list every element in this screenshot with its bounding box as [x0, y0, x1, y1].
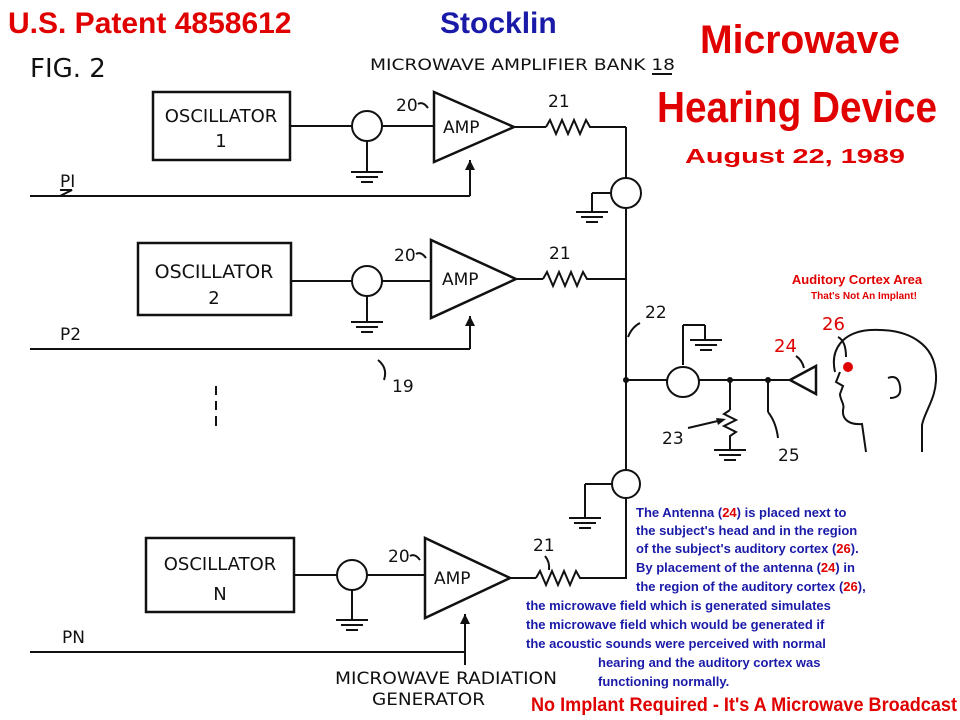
channel-2: OSCILLATOR 2 AMP 20 21 P2 19: [30, 238, 626, 397]
ground-icon: [569, 517, 601, 529]
generator-label-line2: GENERATOR: [372, 690, 485, 710]
ground-icon: [576, 211, 608, 223]
generator-label-line1: MICROWAVE RADIATION: [335, 669, 557, 689]
amp-1-label: AMP: [443, 118, 480, 138]
oscillator-2-name: OSCILLATOR: [155, 261, 274, 283]
bus-coupler-bottom: [611, 469, 641, 499]
variable-resistor: [721, 409, 739, 450]
oscillator-n-name: OSCILLATOR: [164, 554, 277, 575]
input-1-label: PI: [60, 172, 75, 192]
amp-1-ref: 20: [396, 96, 418, 116]
description-line: the subject's head and in the region: [636, 523, 857, 538]
headline-line2: Hearing Device: [657, 83, 937, 132]
lead-ref: 25: [778, 446, 800, 466]
resistor-2-ref: 21: [549, 244, 571, 264]
figure-label: FIG. 2: [30, 54, 106, 84]
oscillator-n-index: N: [213, 584, 226, 605]
amp-2-ref: 20: [394, 246, 416, 266]
channel-1: OSCILLATOR 1 AMP 20 21 PI: [30, 90, 627, 197]
resistor-n: [535, 568, 626, 588]
amp-1: [432, 90, 518, 164]
ground-icon: [336, 619, 368, 631]
auditory-cortex-dot: [843, 362, 853, 372]
variable-resistor-ref: 23: [662, 429, 684, 449]
ground-icon: [690, 339, 722, 351]
amp-2: [429, 238, 519, 320]
ground-icon: [351, 321, 383, 333]
resistor-n-ref: 21: [533, 536, 555, 556]
description-line: the microwave field which would be gener…: [526, 617, 825, 632]
line-ref: 19: [392, 377, 414, 397]
coupler-1: [351, 110, 383, 142]
headline-date: August 22, 1989: [685, 146, 905, 168]
amp-2-label: AMP: [442, 270, 479, 290]
inventor-name: Stocklin: [440, 7, 557, 40]
antenna-ref: 24: [774, 336, 797, 357]
antenna-icon: [787, 363, 818, 397]
amp-n-ref: 20: [388, 547, 410, 567]
description-line: hearing and the auditory cortex was: [598, 655, 821, 670]
output-coupler: [666, 366, 700, 398]
headline-line1: Microwave: [700, 18, 900, 62]
cortex-annotation-subtitle: That's Not An Implant!: [811, 291, 917, 302]
oscillator-n-box: [144, 536, 296, 614]
oscillator-2-box: [136, 241, 293, 317]
amplifier-bank-label: MICROWAVE AMPLIFIER BANK 18: [370, 55, 675, 74]
description-line: of the subject's auditory cortex (26).: [636, 541, 859, 556]
amp-n: [423, 536, 513, 620]
description-line: the region of the auditory cortex (26),: [636, 579, 866, 594]
coupler-n: [336, 559, 368, 591]
resistor-2: [542, 269, 626, 289]
cortex-annotation-title: Auditory Cortex Area: [792, 272, 923, 287]
coupler-2: [351, 265, 383, 297]
description-line: By placement of the antenna (24) in: [636, 560, 855, 575]
resistor-1-ref: 21: [548, 92, 570, 112]
footer-banner: No Implant Required - It's A Microwave B…: [531, 695, 958, 716]
input-n-label: PN: [62, 628, 85, 648]
description-line: the acoustic sounds were perceived with …: [526, 636, 826, 651]
description-line: The Antenna (24) is placed next to: [636, 505, 847, 520]
ground-icon: [714, 449, 746, 461]
resistor-1: [545, 117, 626, 137]
amp-n-label: AMP: [434, 569, 471, 589]
description-line: functioning normally.: [598, 674, 729, 689]
ground-icon: [351, 171, 383, 183]
head-profile-icon: [832, 328, 938, 453]
oscillator-2-index: 2: [208, 288, 219, 309]
cortex-ref: 26: [822, 314, 845, 335]
bus-ref: 22: [645, 303, 667, 323]
description-block: The Antenna (24) is placed next to the s…: [526, 505, 866, 689]
input-2-label: P2: [60, 325, 81, 345]
patent-number: U.S. Patent 4858612: [8, 7, 292, 40]
oscillator-1-name: OSCILLATOR: [165, 106, 278, 127]
bus-coupler-top: [610, 177, 642, 209]
oscillator-1-index: 1: [215, 131, 226, 152]
description-line: the microwave field which is generated s…: [526, 598, 831, 613]
channel-n: OSCILLATOR N AMP 20 21 PN: [30, 536, 626, 665]
